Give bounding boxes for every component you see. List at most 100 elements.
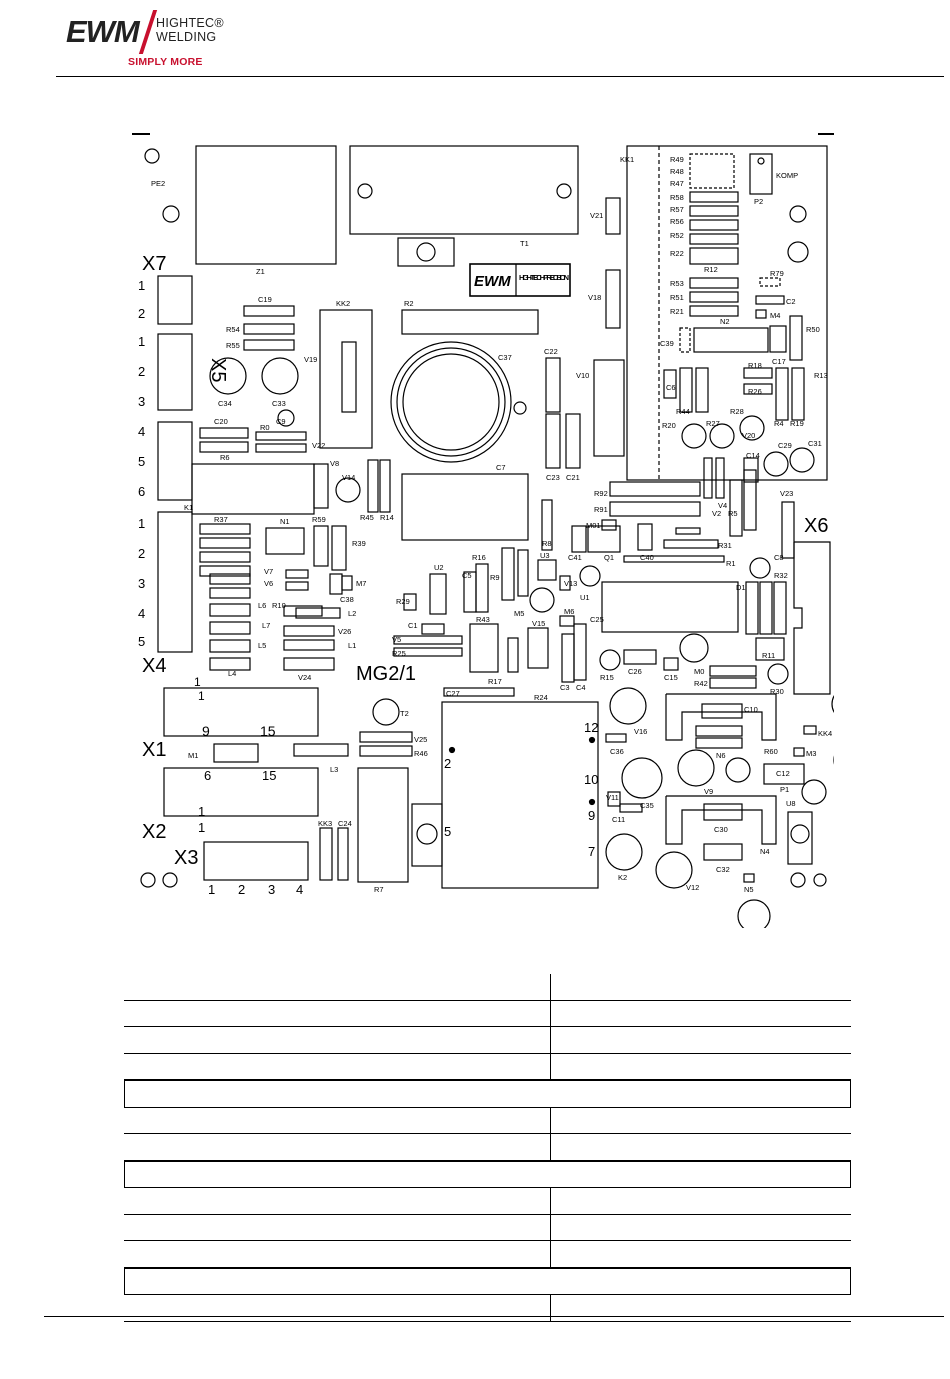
label-p2: P2 [754, 197, 763, 206]
c39 [679, 327, 691, 353]
label-r25: V5 [392, 635, 401, 644]
m7 [341, 575, 353, 591]
label-r1: R1 [726, 559, 736, 568]
label-c12: C11 [612, 815, 625, 824]
v8 [313, 463, 329, 509]
u3 [537, 559, 557, 581]
label-r27: R27 [706, 419, 720, 428]
r60 [695, 737, 743, 749]
label-r14: R14 [380, 513, 394, 522]
m0-area-hole [679, 633, 709, 663]
n6-heatsink [665, 693, 777, 741]
connector-x7 [157, 275, 193, 325]
label-v6: V6 [264, 579, 273, 588]
x5-pin-4: 4 [138, 424, 145, 439]
connector-x6 [793, 541, 831, 695]
l3 [213, 743, 259, 763]
label-l4: L4 [228, 669, 236, 678]
label-c32: V12 [686, 883, 699, 892]
v7 [285, 569, 309, 579]
r40 [745, 581, 759, 635]
label-r79: R79 [770, 269, 784, 278]
v11 [621, 757, 663, 799]
u2 [429, 573, 447, 615]
k1-relay [191, 463, 315, 515]
label-r54: R54 [226, 325, 240, 334]
v1 [703, 457, 713, 499]
x3-pin-3: 3 [268, 882, 275, 897]
c26 [599, 649, 621, 671]
r9 [501, 547, 515, 601]
d1-ic [601, 581, 739, 633]
label-r45: R45 [360, 513, 374, 522]
label-c24: KK3 [318, 819, 332, 828]
v20 [739, 415, 765, 441]
label-r53: R53 [670, 279, 684, 288]
mounting-hole [790, 872, 806, 888]
t2-transformer [441, 701, 599, 889]
r42 [709, 665, 757, 677]
r91 [609, 501, 701, 517]
label-c20: C20 [214, 417, 228, 426]
connector-x7-label: X7 [142, 253, 166, 275]
label-c8: C8 [774, 553, 784, 562]
c40 [637, 523, 653, 551]
label-u3: U3 [540, 551, 550, 560]
label-c5: C5 [462, 571, 472, 580]
r31 [663, 539, 719, 549]
r5 [729, 479, 743, 537]
pcb-layout-drawing: EWM HIGH-TECH PRECISION [124, 128, 834, 928]
c36 [609, 687, 647, 725]
c37-core [402, 353, 500, 451]
mounting-hole [162, 205, 180, 223]
label-n5: C32 [716, 865, 730, 874]
label-r40: D1 [736, 583, 746, 592]
label-u8: P1 [780, 785, 789, 794]
connector-x2-label: X2 [142, 821, 166, 843]
label-c11: V11 [606, 793, 619, 802]
label-v20: V20 [742, 431, 755, 440]
label-c25: U1 [580, 593, 590, 602]
x1-pin-9: 9 [202, 723, 210, 739]
label-c10: C36 [610, 747, 624, 756]
v19 [341, 341, 357, 413]
c27 [767, 663, 789, 685]
c32 [655, 851, 693, 889]
label-r59: R59 [312, 515, 326, 524]
r44 [679, 367, 693, 413]
logo-tagline: SIMPLY MORE [128, 56, 203, 68]
label-v21: V21 [590, 211, 603, 220]
label-m2: N5 [744, 885, 754, 894]
label-r29: V23 [780, 489, 793, 498]
label-r51: R51 [670, 293, 684, 302]
table-row [124, 974, 851, 1001]
label-k1: K1 [184, 503, 193, 512]
label-v8: V8 [330, 459, 339, 468]
r46 [359, 731, 413, 743]
t2-pin-7: 7 [588, 844, 595, 859]
c35 [677, 749, 715, 787]
c17 [769, 325, 787, 353]
l6 [209, 603, 251, 617]
c1 [403, 593, 417, 611]
m3 [803, 725, 817, 735]
v5 [421, 623, 445, 635]
kk1-heatsink-block [626, 145, 828, 481]
l1 [283, 639, 335, 651]
label-m5: M6 [564, 607, 574, 616]
x1-pin-1-top: 1 [194, 675, 201, 689]
p2-pot [749, 153, 773, 195]
r25 [393, 635, 463, 645]
label-r12: R12 [704, 265, 718, 274]
label-c19: C19 [258, 295, 272, 304]
label-r17: C27 [446, 689, 460, 698]
connector-x4-label: X4 [142, 655, 166, 677]
label-n2: N2 [720, 317, 730, 326]
stamp-brand: EWM [474, 273, 511, 290]
c34 [209, 357, 247, 395]
x7-pin-1: 1 [138, 278, 145, 293]
label-m6: V13 [564, 579, 577, 588]
label-v5: C1 [408, 621, 418, 630]
k2-tab-hole [416, 823, 438, 845]
c24 [319, 827, 333, 881]
